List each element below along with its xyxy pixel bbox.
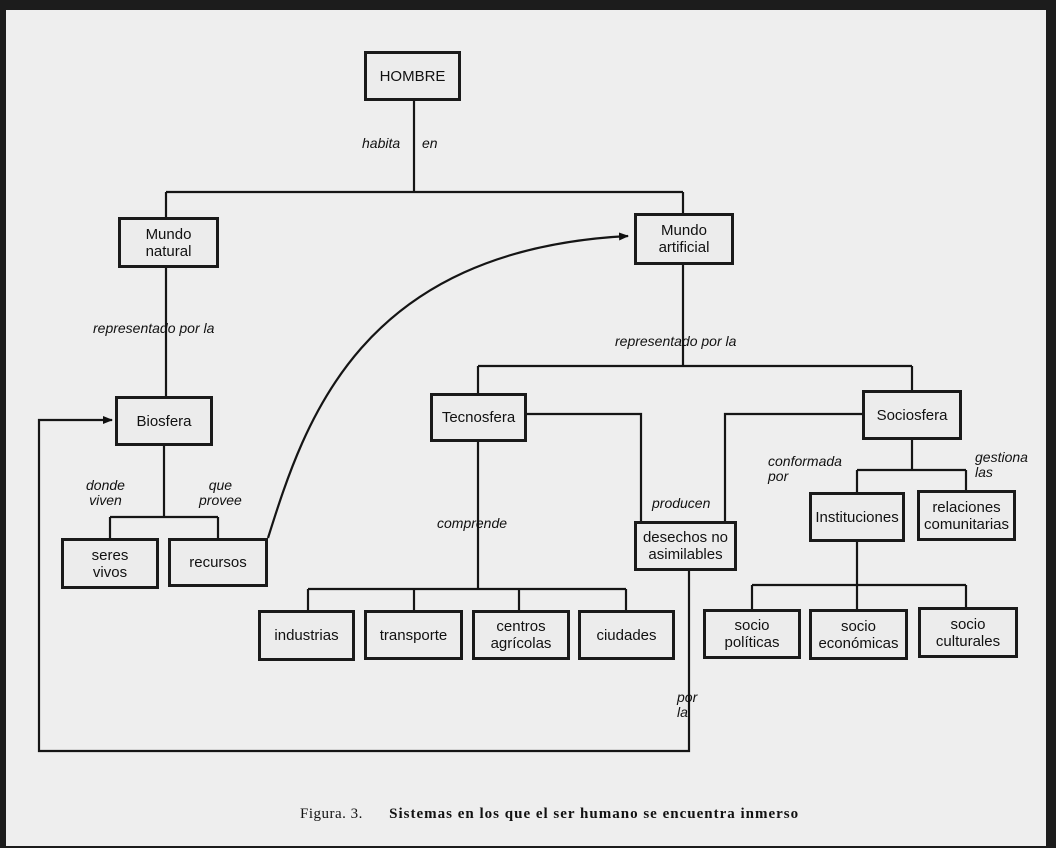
node-socio-politicas: socio políticas <box>703 609 801 659</box>
caption-title: Sistemas en los que el ser humano se enc… <box>389 806 800 822</box>
label-gestiona-las: gestiona las <box>975 449 1028 480</box>
figure-caption: Figura. 3. Sistemas en los que el ser hu… <box>300 806 799 823</box>
node-relaciones-comunitarias: relaciones comunitarias <box>917 490 1016 541</box>
label-conformada-por: conformada por <box>768 453 842 484</box>
line-tecnosfera-desechos <box>527 412 643 521</box>
label-donde-viven: donde viven <box>86 477 125 508</box>
label-representado-natural: representado por la <box>93 320 215 336</box>
node-seres-vivos: seres vivos <box>61 538 159 589</box>
arrow-recursos-artificial <box>266 232 629 539</box>
label-en: en <box>422 135 438 151</box>
caption-figure-number: Figura. 3. <box>300 806 363 822</box>
label-habita: habita <box>362 135 401 151</box>
line-sociosfera-desechos <box>723 412 862 521</box>
node-hombre: HOMBRE <box>364 51 461 101</box>
node-transporte: transporte <box>364 610 463 660</box>
arrow-desechos-biosfera <box>37 416 691 753</box>
node-mundo-natural: Mundo natural <box>118 217 219 268</box>
label-que-provee: que provee <box>199 477 242 508</box>
node-socio-culturales: socio culturales <box>918 607 1018 658</box>
node-sociosfera: Sociosfera <box>862 390 962 440</box>
node-mundo-artificial: Mundo artificial <box>634 213 734 265</box>
label-por-la: por la <box>677 689 698 720</box>
node-industrias: industrias <box>258 610 355 661</box>
label-producen: producen <box>652 495 711 511</box>
node-biosfera: Biosfera <box>115 396 213 446</box>
node-ciudades: ciudades <box>578 610 675 660</box>
node-instituciones: Instituciones <box>809 492 905 542</box>
node-socio-economicas: socio económicas <box>809 609 908 660</box>
node-recursos: recursos <box>168 538 268 587</box>
node-tecnosfera: Tecnosfera <box>430 393 527 442</box>
node-desechos: desechos no asimilables <box>634 521 737 571</box>
label-representado-artificial: representado por la <box>615 333 737 349</box>
node-centros-agricolas: centros agrícolas <box>472 610 570 660</box>
label-comprende: comprende <box>437 515 508 531</box>
